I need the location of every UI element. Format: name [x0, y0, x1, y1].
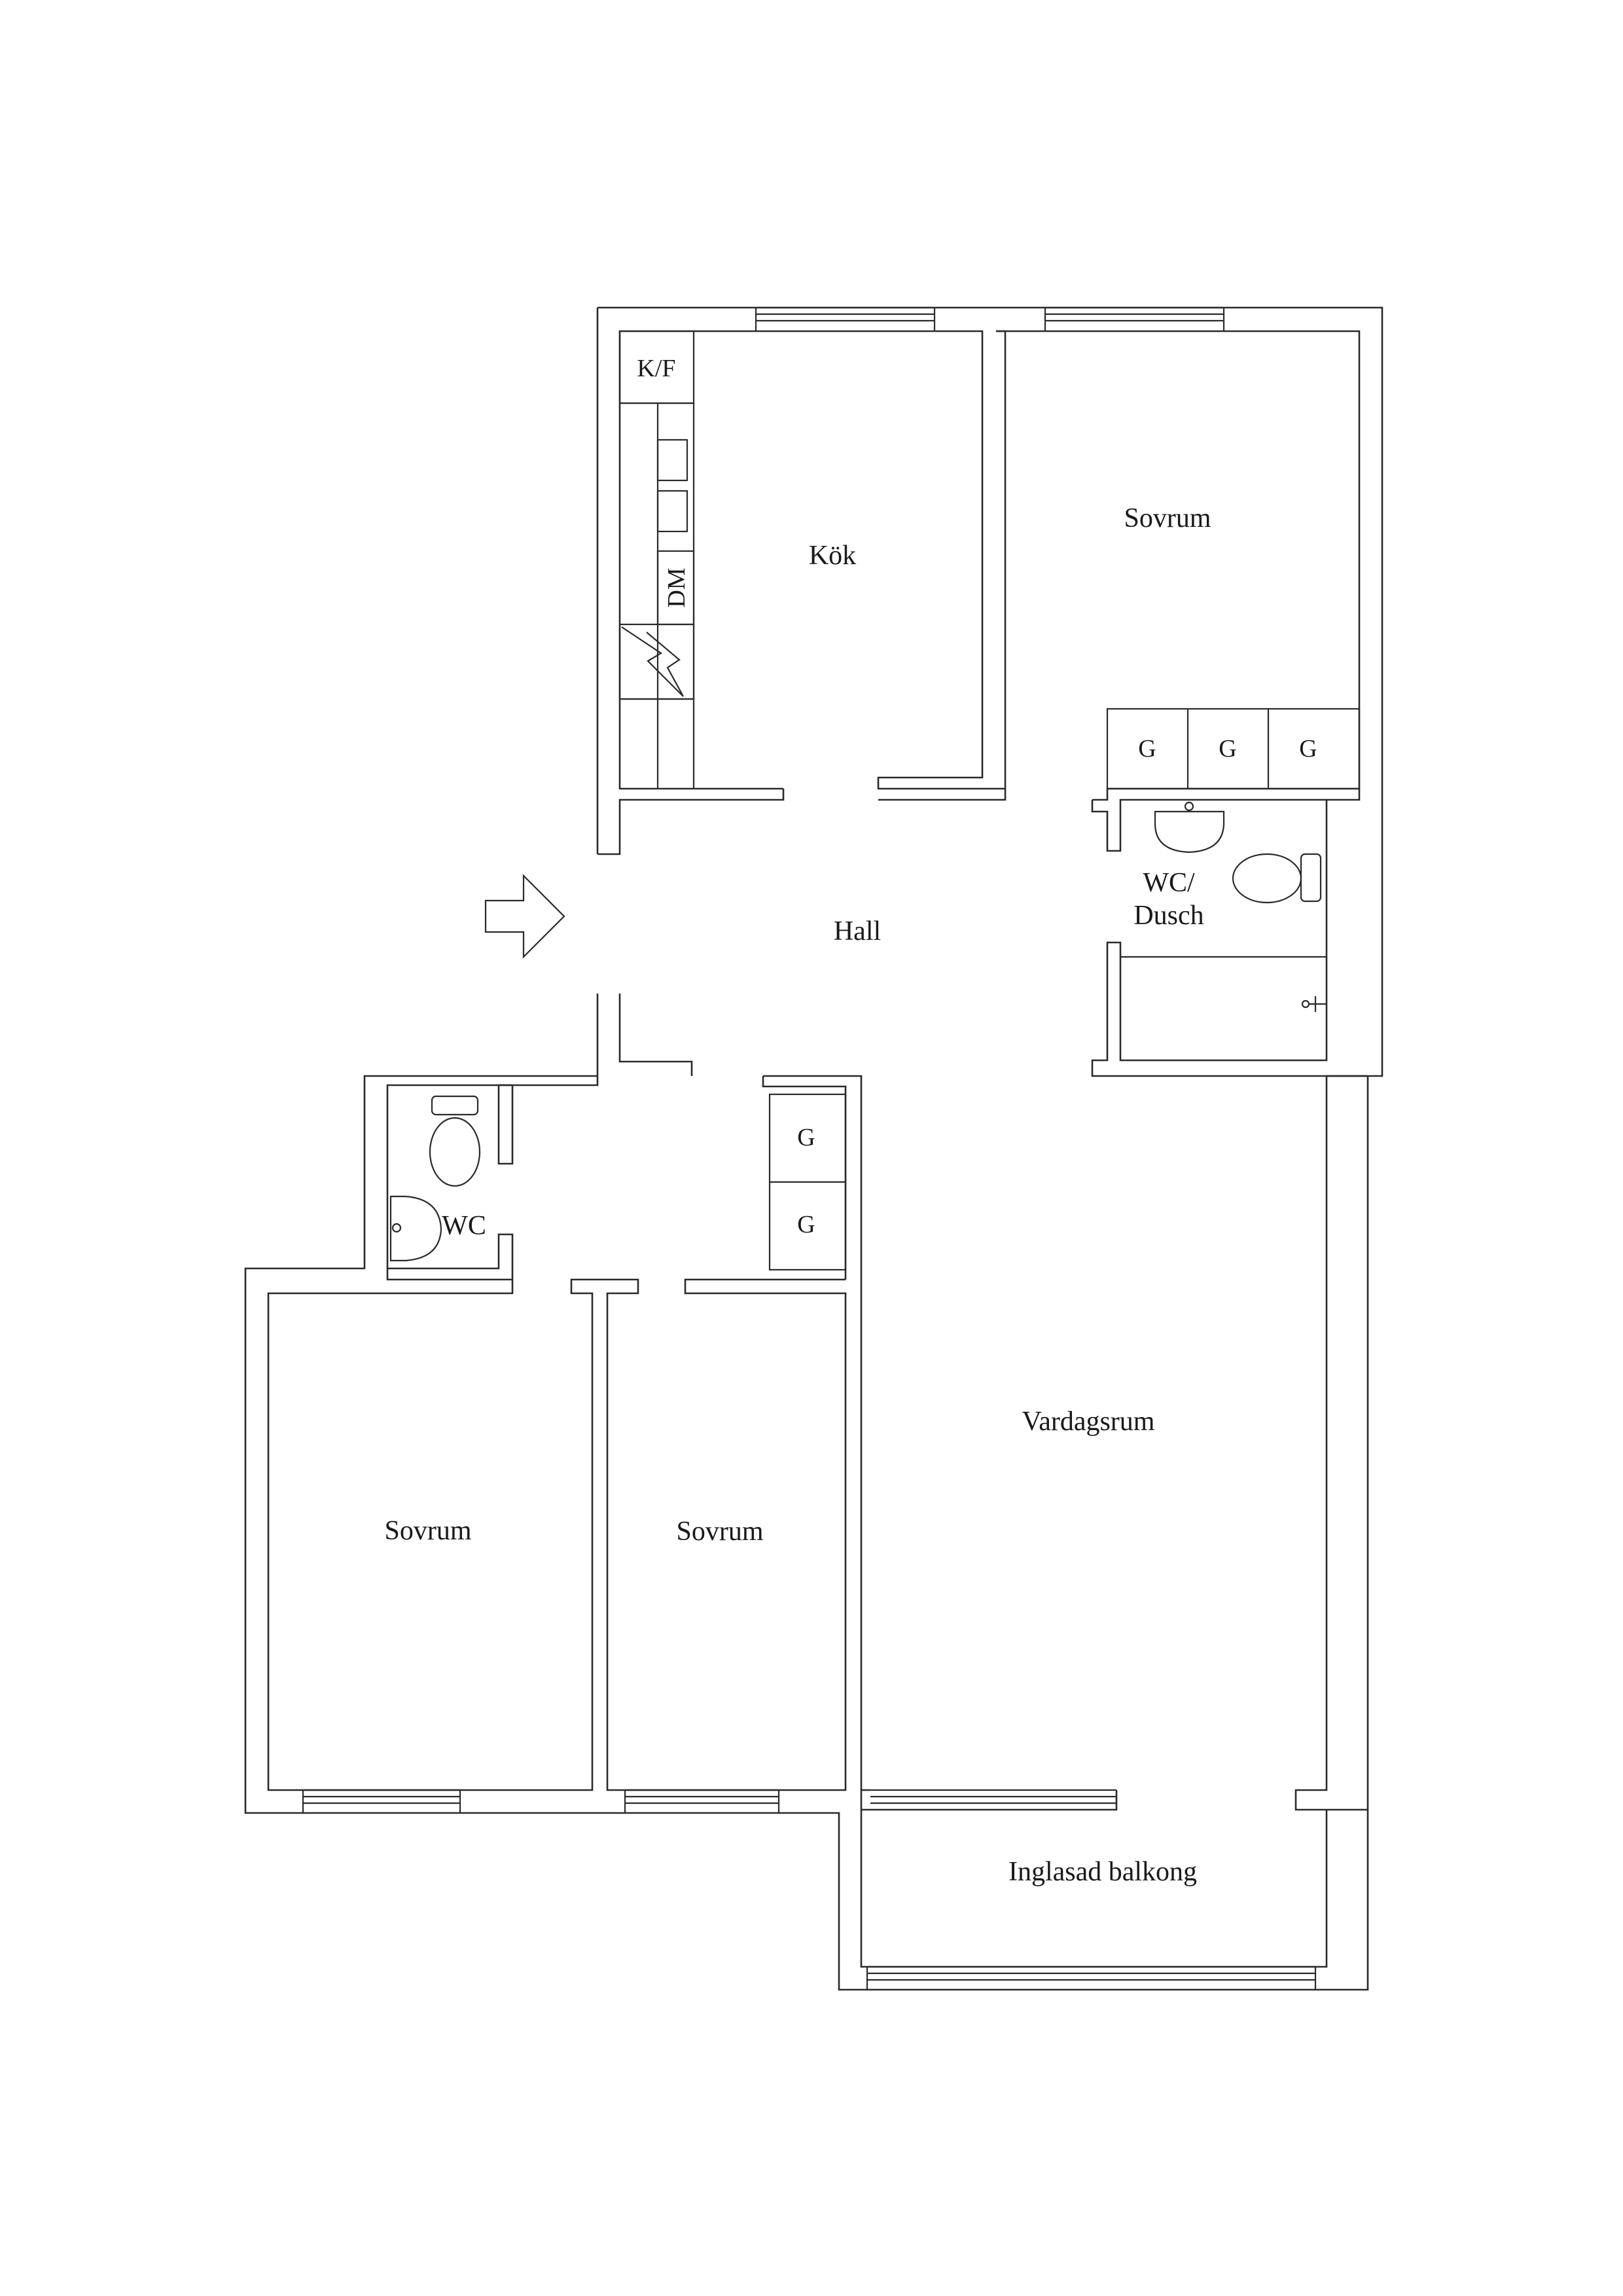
wc-dusch-right — [1327, 789, 1361, 801]
wardrobes-top: G G G — [1106, 708, 1361, 790]
room-wc-shower-line1: WC/ — [1143, 868, 1195, 898]
outer-wall — [244, 306, 1383, 1991]
kitchen-cabinet-2 — [656, 490, 688, 533]
wardrobe-top-2: G — [1219, 735, 1236, 762]
stove-lightning — [621, 626, 684, 697]
window-bedroom-top — [1044, 306, 1225, 331]
room-bedroom-top: Sovrum — [1124, 503, 1211, 533]
windows — [302, 306, 1317, 1990]
fridge-freezer-label: K/F — [637, 355, 675, 382]
wardrobes-hall: G G — [768, 1093, 847, 1271]
kitchen-inner-wall — [618, 330, 1007, 790]
room-bedroom-left: Sovrum — [384, 1516, 471, 1546]
hall-wardrobe-wall — [762, 1076, 847, 1280]
shower-head-icon — [1301, 996, 1327, 1012]
wardrobe-hall-1: G — [797, 1124, 815, 1151]
wardrobe-top-3: G — [1299, 735, 1317, 762]
toilet-icon — [1232, 853, 1322, 904]
room-wc-shower-line2: Dusch — [1133, 901, 1204, 931]
room-hall: Hall — [834, 916, 881, 946]
wc-dusch-fixtures — [1120, 801, 1327, 1012]
wc-dusch-wall — [1091, 798, 1368, 1077]
window-kitchen — [755, 306, 936, 331]
room-living: Vardagsrum — [1022, 1407, 1155, 1437]
room-balcony: Inglasad balkong — [1008, 1857, 1197, 1887]
kitchen-cabinet-1 — [656, 439, 688, 482]
room-bedroom-middle: Sovrum — [676, 1516, 763, 1547]
kitchen-fixtures: K/F DM — [618, 330, 695, 789]
living-left-wall — [763, 1075, 870, 1791]
room-labels: Kök Sovrum Hall WC/ Dusch WC Vardagsrum … — [384, 503, 1211, 1887]
wc-small-top — [497, 1084, 514, 1165]
balcony-wall — [860, 1810, 1328, 1968]
living-right-wall — [1294, 1075, 1368, 1811]
entrance-arrow-icon — [484, 874, 565, 959]
stove-icon — [618, 623, 695, 700]
kitchen-door-wall — [597, 789, 785, 855]
sink-icon — [1154, 801, 1225, 853]
window-balcony — [866, 1965, 1317, 1990]
room-kitchen: Kök — [809, 541, 856, 571]
hall-bottom-left-wall — [618, 994, 693, 1076]
bedroom-left-top-wall — [267, 1278, 847, 1791]
dishwasher-label: DM — [663, 567, 690, 607]
sink-icon — [389, 1195, 442, 1262]
living-bottom-wall — [860, 1790, 1118, 1811]
window-bedroom-left — [302, 1789, 461, 1813]
hall-right-wall — [878, 789, 1007, 801]
wc-small-wall — [386, 1076, 599, 1281]
window-bedroom-middle — [624, 1789, 780, 1813]
wc-fixtures — [389, 1095, 481, 1262]
toilet-icon — [429, 1095, 481, 1187]
window-living — [870, 1789, 1116, 1804]
wardrobe-top-1: G — [1138, 735, 1156, 762]
bedroom-top-wall — [996, 330, 1361, 801]
room-wc: WC — [442, 1211, 486, 1241]
wardrobe-hall-2: G — [797, 1211, 815, 1238]
